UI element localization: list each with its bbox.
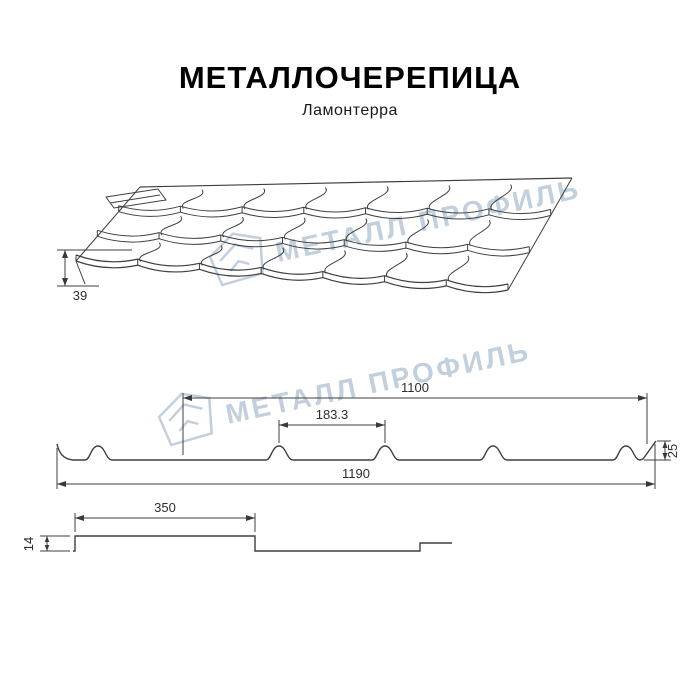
dim-full-width-1190: 1190 — [342, 466, 370, 481]
roof-tile-line — [97, 235, 530, 257]
roof-tile-line — [447, 255, 470, 282]
roof-tile-line — [366, 186, 389, 210]
roof-tile-line — [428, 185, 451, 211]
roof-tile-line — [181, 189, 204, 209]
roof-tile-line — [118, 205, 551, 215]
profile-outline — [56, 440, 657, 461]
roof-tile-line — [139, 242, 161, 262]
dim-wave-spacing-183: 183.3 — [316, 407, 349, 422]
roof-tile-line — [222, 216, 244, 238]
page-subtitle: Ламонтерра — [302, 102, 398, 119]
dim-working-width-1100: 1100 — [401, 380, 429, 395]
roof-tile-line — [75, 186, 141, 262]
dim-arrow — [662, 441, 668, 448]
roof-tile-line — [160, 215, 183, 236]
brand-logo-icon — [208, 232, 264, 287]
longitudinal-section — [40, 513, 452, 552]
dim-arrow — [75, 515, 84, 521]
roof-tile-line — [305, 187, 327, 210]
roof-tile-line — [507, 177, 573, 291]
dim-arrow — [376, 422, 385, 428]
cross-section — [56, 393, 671, 489]
dim-arrow — [62, 278, 68, 286]
ridge-strip-line — [109, 194, 161, 204]
dim-step-length-350: 350 — [154, 500, 176, 515]
brand-logo-icon — [157, 392, 213, 447]
dim-arrow — [279, 422, 288, 428]
dim-arrow — [62, 250, 68, 258]
roof-tile-line — [345, 218, 368, 242]
roof-tile-line — [200, 245, 223, 266]
dim-arrow — [646, 481, 655, 487]
dim-arrow — [662, 453, 668, 460]
roof-tile-line — [262, 247, 285, 270]
roof-tile-line — [469, 219, 491, 246]
dim-arrow — [638, 395, 647, 401]
eave-corner-cut — [75, 260, 86, 285]
perspective-view — [57, 177, 573, 294]
roof-tile-line — [243, 188, 266, 210]
dim-profile-height-25: 25 — [665, 444, 680, 458]
roof-tile-line — [283, 217, 306, 240]
dim-arrow — [44, 536, 50, 542]
roof-tile-line — [118, 211, 551, 221]
roof-3d-rows — [75, 177, 573, 294]
dim-step-height-14: 14 — [21, 537, 36, 551]
watermark-text-lower: МЕТАЛЛ ПРОФИЛЬ — [223, 335, 534, 430]
dim-arrow — [246, 515, 255, 521]
dim-arrow — [183, 395, 192, 401]
roof-tile-line — [407, 219, 429, 244]
dim-arrow — [44, 545, 50, 551]
page-title: МЕТАЛЛОЧЕРЕПИЦА — [179, 60, 521, 95]
roof-tile-line — [97, 229, 530, 251]
ridge-strip — [105, 188, 167, 209]
dim-arrow — [57, 481, 66, 487]
roof-tile-line — [324, 250, 346, 274]
dim-step-height-39: 39 — [73, 288, 87, 303]
roof-tile-line — [75, 254, 509, 288]
step-profile-outline — [73, 535, 452, 552]
roof-tile-line — [75, 260, 509, 294]
roof-tile-line — [139, 177, 573, 188]
roof-tile-line — [490, 184, 512, 211]
roof-tile-line — [386, 252, 408, 278]
